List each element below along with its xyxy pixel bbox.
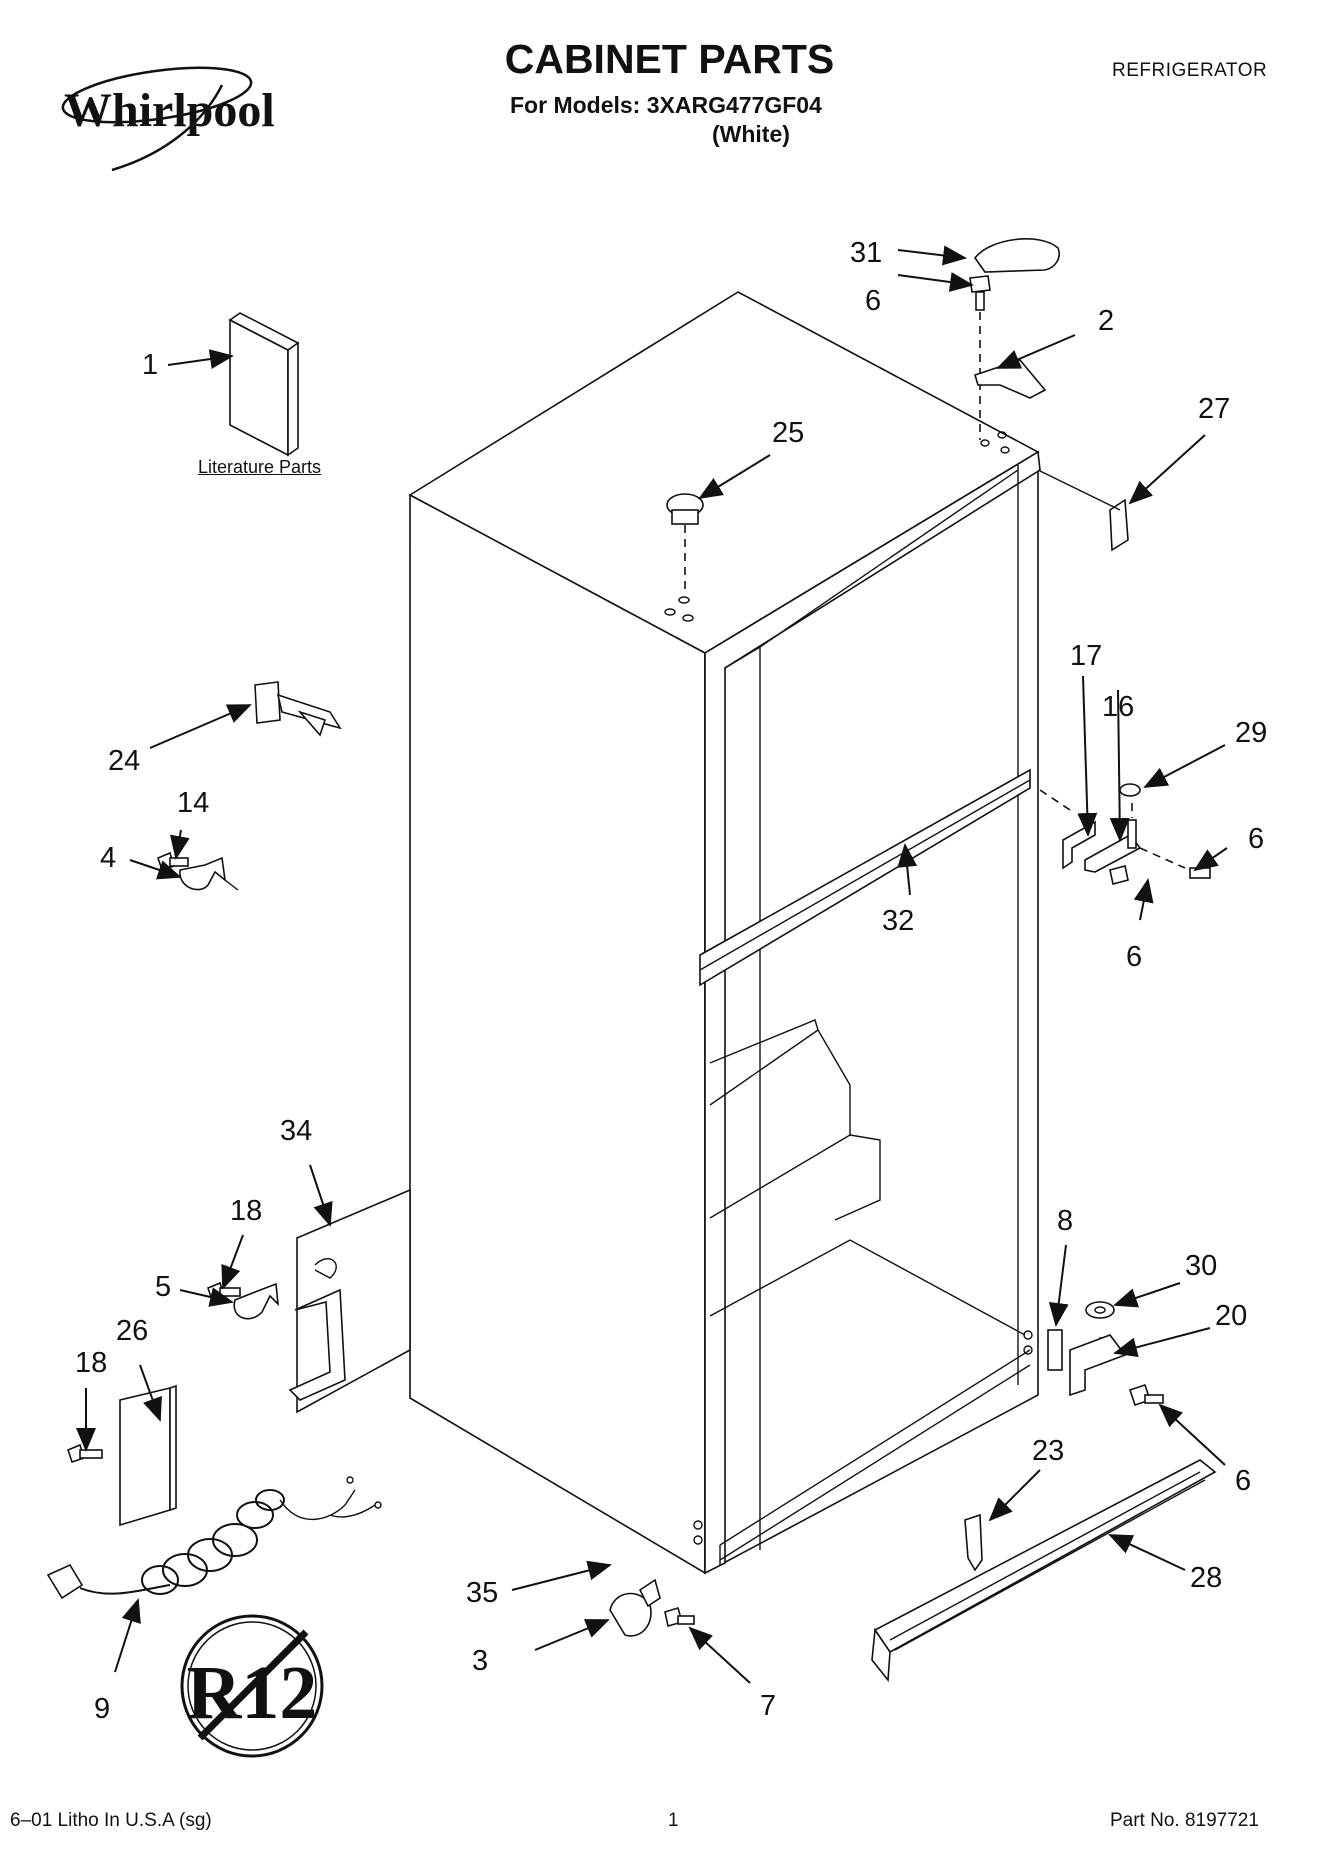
lower-shim [1047, 1329, 1063, 1371]
callout-18-upper: 18 [230, 1195, 262, 1227]
cabinet-body [408, 291, 1041, 1575]
callout-35: 35 [466, 1577, 498, 1609]
callout-18-lower: 18 [75, 1347, 107, 1379]
plug-button [666, 493, 704, 590]
footer-litho: 6–01 Litho In U.S.A (sg) [10, 1810, 212, 1831]
screw-top [969, 275, 991, 440]
callout-24: 24 [108, 745, 140, 777]
leveler [609, 1578, 661, 1637]
callout-34: 34 [280, 1115, 312, 1147]
callout-6-lower: 6 [1235, 1465, 1251, 1497]
callout-17: 17 [1070, 640, 1102, 672]
callout-30: 30 [1185, 1250, 1217, 1282]
brand-name: Whirlpool [64, 84, 275, 137]
callout-23: 23 [1032, 1435, 1064, 1467]
callout-27: 27 [1198, 393, 1230, 425]
clamp-5 [207, 1281, 280, 1320]
callout-arrows [76, 245, 1228, 1684]
callout-5: 5 [155, 1271, 171, 1303]
part-number: Part No. 8197721 [1110, 1810, 1259, 1831]
grille-clip [964, 1513, 983, 1572]
callout-14: 14 [177, 787, 209, 819]
leveler-screw [664, 1606, 695, 1628]
literature-parts [228, 312, 300, 457]
callout-31: 31 [850, 237, 882, 269]
model-variant: (White) [712, 121, 790, 147]
literature-parts-label: Literature Parts [198, 457, 322, 477]
category-label: REFRIGERATOR [1112, 60, 1268, 81]
power-cord [46, 1476, 382, 1600]
callout-9: 9 [94, 1693, 110, 1725]
callout-4: 4 [100, 842, 116, 874]
callout-26: 26 [116, 1315, 148, 1347]
cord-cover [67, 1384, 177, 1527]
page-title: CABINET PARTS [504, 36, 835, 82]
callout-8: 8 [1057, 1205, 1073, 1237]
page-number: 1 [668, 1810, 679, 1831]
callout-16: 16 [1102, 691, 1134, 723]
hinge-plug [1109, 498, 1129, 552]
callout-3: 3 [472, 1645, 488, 1677]
callout-29: 29 [1235, 717, 1267, 749]
center-hinge [1039, 783, 1211, 885]
lower-hinge [1069, 1301, 1164, 1407]
no-r12-badge: R12 [180, 1614, 324, 1758]
hinge-cover [974, 238, 1060, 273]
r12-badge-text: R12 [187, 1651, 318, 1735]
clamp-screw-14 [157, 851, 189, 872]
callout-2: 2 [1098, 305, 1114, 337]
callout-25: 25 [772, 417, 804, 449]
callout-6-center-right: 6 [1248, 823, 1264, 855]
callout-6-center-below: 6 [1126, 941, 1142, 973]
top-hinge [974, 359, 1047, 399]
callout-1: 1 [142, 349, 158, 381]
defrost-drain [254, 681, 342, 737]
callout-6-top: 6 [865, 285, 881, 317]
rear-panel [288, 1188, 411, 1414]
callout-32: 32 [882, 905, 914, 937]
callout-28: 28 [1190, 1562, 1222, 1594]
whirlpool-logo: Whirlpool [52, 55, 282, 175]
toe-grille [871, 1459, 1217, 1683]
models-line: For Models: 3XARG477GF04 [510, 92, 822, 118]
callout-20: 20 [1215, 1300, 1247, 1332]
callout-7: 7 [760, 1690, 776, 1722]
logo-swoosh [61, 66, 253, 172]
